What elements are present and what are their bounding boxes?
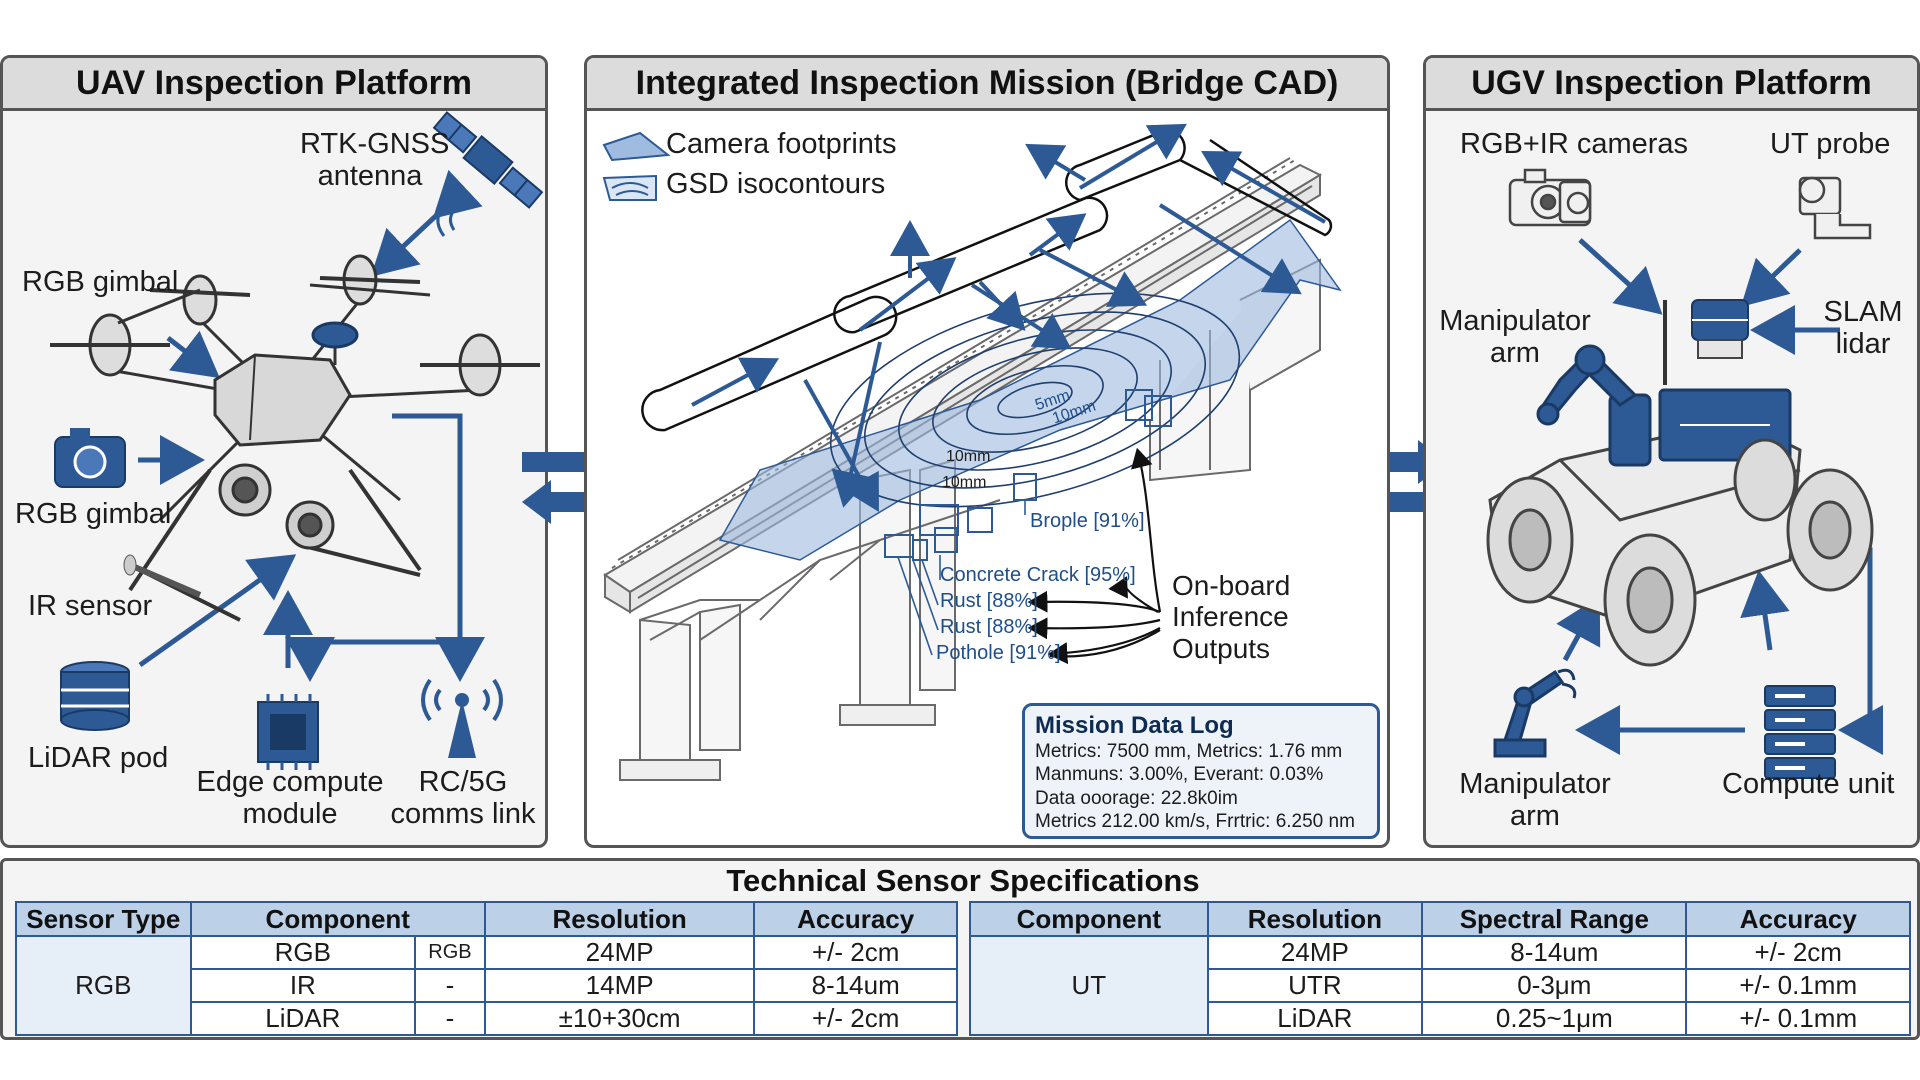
lidar-pod-icon xyxy=(60,661,130,731)
rgb-gimbal-left-label: RGB gimbal xyxy=(15,498,172,530)
contour-label-10mm-b: 10mm xyxy=(946,448,991,465)
detection-label-2: Rust [88%] xyxy=(940,590,1038,612)
table-cell: ±10+30cm xyxy=(483,1001,756,1036)
table-cell: 14MP xyxy=(483,968,756,1003)
table-row: LiDAR - ±10+30cm +/- 2cm xyxy=(16,1001,958,1036)
inference-outputs-label: On-board Inference Outputs xyxy=(1172,570,1291,664)
detection-label-1: Concrete Crack [95%] xyxy=(940,564,1136,586)
table-header-row: Component Resolution Spectral Range Accu… xyxy=(969,901,1911,937)
mission-data-log: Mission Data Log Metrics: 7500 mm, Metri… xyxy=(1022,703,1380,839)
rtk-gnss-label: RTK-GNSS antenna xyxy=(300,128,450,193)
component-group-cell: UT xyxy=(969,935,1209,1036)
table-cell: +/- 2cm xyxy=(753,1001,958,1036)
ugv-panel-title: UGV Inspection Platform xyxy=(1426,58,1917,111)
log-title: Mission Data Log xyxy=(1035,712,1234,739)
table-cell: RGB xyxy=(189,935,417,970)
antenna-icon xyxy=(421,678,503,758)
log-line: Metrics: 7500 mm, Metrics: 1.76 mm xyxy=(1035,741,1343,762)
specs-table-left: Sensor Type Component Resolution Accurac… xyxy=(15,901,958,1036)
table-cell: 8-14um xyxy=(1421,935,1688,970)
comms-link-label: RC/5G comms link xyxy=(390,766,536,831)
table-cell: - xyxy=(414,1001,486,1036)
table-cell: +/- 0.1mm xyxy=(1685,1001,1911,1036)
table-row: UT 24MP 8-14um +/- 2cm xyxy=(969,935,1911,1036)
header-cell: Sensor Type xyxy=(15,901,192,937)
table-cell: IR xyxy=(189,968,417,1003)
camera-icon xyxy=(54,428,126,488)
header-cell: Component xyxy=(969,901,1209,937)
contour-label-10mm-c: 10mm xyxy=(942,474,987,491)
table-row: IR - 14MP 8-14um xyxy=(16,968,958,1003)
log-line: Data ooorage: 22.8k0im xyxy=(1035,787,1238,809)
header-cell: Resolution xyxy=(1206,901,1424,937)
detection-label-0: Brople [91%] xyxy=(1030,510,1145,532)
ir-sensor-label: IR sensor xyxy=(28,590,153,622)
table-cell: 0-3μm xyxy=(1421,968,1688,1003)
table-header-row: Sensor Type Component Resolution Accurac… xyxy=(15,901,958,937)
manipulator-bottom-label: Manipulator arm xyxy=(1459,768,1611,833)
ir-sensor-icon xyxy=(123,554,202,598)
drone-icon xyxy=(50,254,540,622)
sightline-arrows xyxy=(691,123,1326,512)
camera-icon xyxy=(1508,168,1592,227)
table-row: RGB RGB RGB 24MP +/- 2cm xyxy=(15,935,958,1036)
table-cell: LiDAR xyxy=(1206,1001,1424,1036)
table-cell: 24MP xyxy=(483,935,756,970)
log-line: Metrics 212.00 km/s, Frrtric: 6.250 nm xyxy=(1035,811,1355,833)
rover-icon xyxy=(1486,300,1874,667)
table-cell: 0.25~1μm xyxy=(1421,1001,1688,1036)
header-cell: Accuracy xyxy=(753,901,958,937)
legend-gsd: GSD isocontours xyxy=(666,168,886,200)
inference-arrows xyxy=(1027,447,1162,665)
gsd-swatch xyxy=(602,174,657,201)
table-cell: +/- 2cm xyxy=(1685,935,1911,970)
table-cell: +/- 2cm xyxy=(753,935,958,970)
robot-arm-icon xyxy=(1536,344,1652,467)
table-cell: 8-14um xyxy=(753,968,958,1003)
edge-compute-label: Edge compute module xyxy=(196,766,384,831)
detection-label-4: Pothole [91%] xyxy=(936,642,1061,664)
specs-table-right: Component Resolution Spectral Range Accu… xyxy=(969,901,1911,1036)
manipulator-top-label: Manipulator arm xyxy=(1439,305,1591,370)
table-cell: UTR xyxy=(1206,968,1424,1003)
specs-section: Technical Sensor Specifications Sensor T… xyxy=(0,858,1920,1040)
flight-path xyxy=(641,128,1333,432)
table-cell: +/- 0.1mm xyxy=(1685,968,1911,1003)
manipulator-arm-icon xyxy=(1493,668,1577,758)
cameras-label: RGB+IR cameras xyxy=(1460,128,1689,160)
table-row: UTR 0-3μm +/- 0.1mm xyxy=(970,968,1911,1003)
specs-title: Technical Sensor Specifications xyxy=(726,863,1200,898)
header-cell: Component xyxy=(189,901,486,937)
satellite-icon xyxy=(432,111,544,209)
ut-probe-icon xyxy=(1798,176,1872,240)
detection-label-3: Rust [88%] xyxy=(940,616,1038,638)
rgb-gimbal-top-label: RGB gimbal xyxy=(22,266,179,298)
slam-lidar-label: SLAM lidar xyxy=(1823,296,1903,361)
table-cell: RGB xyxy=(414,935,486,970)
detection-leaders xyxy=(897,500,1026,656)
table-cell: 24MP xyxy=(1206,935,1424,970)
table-cell: LiDAR xyxy=(189,1001,417,1036)
ut-probe-label: UT probe xyxy=(1770,128,1891,160)
compute-unit-label: Compute unit xyxy=(1722,768,1895,800)
footprint-swatch xyxy=(602,131,671,162)
mission-panel-title: Integrated Inspection Mission (Bridge CA… xyxy=(587,58,1387,111)
lidar-pod-label: LiDAR pod xyxy=(28,742,169,774)
table-row: LiDAR 0.25~1μm +/- 0.1mm xyxy=(970,1001,1911,1036)
server-icon xyxy=(1764,685,1836,779)
arrow-from-mission xyxy=(522,480,614,524)
header-cell: Resolution xyxy=(483,901,756,937)
chip-icon xyxy=(257,694,319,770)
log-line: Manmuns: 3.00%, Everant: 0.03% xyxy=(1035,764,1324,786)
header-cell: Spectral Range xyxy=(1421,901,1688,937)
table-cell: - xyxy=(414,968,486,1003)
sensor-type-cell: RGB xyxy=(15,935,192,1036)
header-cell: Accuracy xyxy=(1685,901,1911,937)
uav-panel-title: UAV Inspection Platform xyxy=(3,58,545,111)
lidar-icon xyxy=(1691,299,1749,359)
legend-footprints: Camera footprints xyxy=(666,128,897,160)
